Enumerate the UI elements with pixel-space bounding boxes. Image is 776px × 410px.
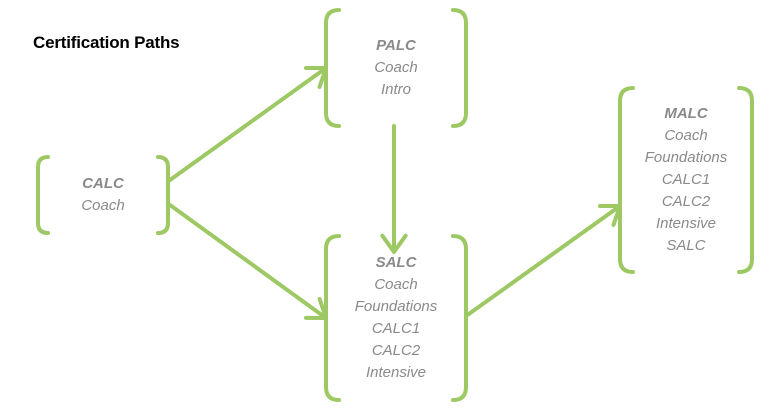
diagram-edges [168,66,622,320]
node-palc-line: Coach [374,59,418,76]
arrow-palc-to-salc [380,124,408,254]
arrow-calc-to-salc [168,203,328,320]
node-salc-line: Coach [374,276,418,293]
node-malc-bracket-right [737,86,754,274]
node-calc-bracket-right [156,155,170,235]
arrow-calc-to-palc [168,66,328,182]
arrow-palc-to-salc-head [380,233,408,254]
arrow-calc-to-palc-line [168,67,327,182]
node-salc-line: Intensive [365,364,427,381]
arrow-calc-to-salc-line [168,203,327,319]
node-malc: MALC Coach Foundations CALC1 CALC2 Inten… [620,88,752,272]
node-calc-line: Coach [81,197,125,214]
node-palc-line: Intro [380,81,411,98]
node-malc-bracket-left [618,86,635,274]
node-salc-title: SALC [375,254,417,271]
node-salc-line: CALC2 [371,342,421,359]
arrow-salc-to-malc [464,204,622,318]
node-calc-bracket-left [36,155,50,235]
node-palc: PALC Coach Intro [326,10,466,126]
node-calc-title: CALC [82,175,124,192]
node-malc-line: CALC2 [661,193,711,210]
arrow-calc-to-salc-head [304,297,328,320]
node-calc: CALC Coach [38,157,168,233]
node-salc-line: CALC1 [371,320,421,337]
arrow-calc-to-palc-head [304,66,328,89]
node-malc-line: Foundations [644,149,728,166]
node-malc-line: Intensive [655,215,717,232]
node-salc-line: Foundations [354,298,438,315]
node-salc: SALC Coach Foundations CALC1 CALC2 Inten… [326,236,466,400]
node-malc-line: Coach [664,127,708,144]
node-malc-line: SALC [666,237,706,254]
node-malc-line: CALC1 [661,171,711,188]
page-title: Certification Paths [33,33,180,52]
node-palc-bracket-right [451,8,468,128]
node-palc-title: PALC [376,37,416,54]
arrow-salc-to-malc-head [598,204,622,227]
arrow-salc-to-malc-line [464,205,621,318]
node-malc-title: MALC [664,105,708,122]
